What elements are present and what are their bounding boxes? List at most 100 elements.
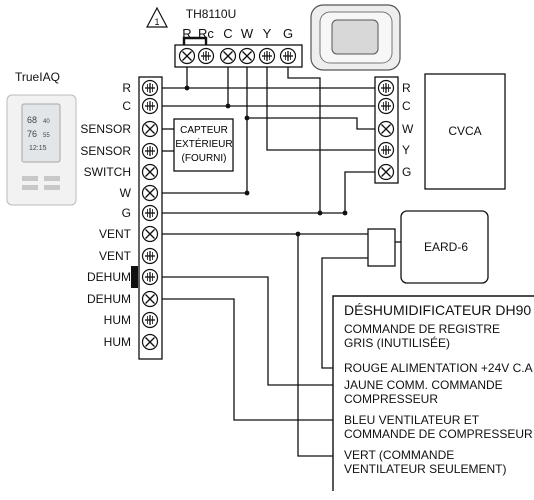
wire-y	[266, 63, 377, 151]
junction-dot	[184, 85, 190, 91]
note-number: 1	[154, 17, 159, 27]
right-terminal-label: W	[402, 122, 414, 136]
screw-terminal-icon	[238, 47, 256, 65]
left-terminal-label: DEHUM	[87, 292, 131, 306]
truelaq-screen-line: 76	[27, 129, 37, 139]
junction-dot	[295, 231, 301, 237]
dehum-line: COMMANDE DE REGISTRE	[344, 322, 500, 336]
left-terminal-label: HUM	[104, 313, 131, 327]
dehumidifier-panel: DÉSHUMIDIFICATEUR DH90 COMMANDE DE REGIS…	[332, 295, 534, 491]
screw-terminal-icon	[141, 120, 159, 138]
dehum-line: ROUGE ALIMENTATION +24V C.A	[344, 361, 533, 375]
truelaq-screen-line: 68	[27, 115, 37, 125]
wire-w-right	[247, 117, 377, 130]
screw-terminal-icon	[141, 79, 159, 97]
screw-terminal-icon	[141, 184, 159, 202]
screw-terminal-icon	[377, 163, 395, 181]
left-terminal-label: HUM	[104, 335, 131, 349]
screw-terminal-icon	[219, 47, 237, 65]
junction-dot	[244, 115, 250, 121]
dehum-line: COMMANDE DE COMPRESSEUR	[344, 427, 533, 441]
screw-terminal-icon	[141, 225, 159, 243]
dehum-line: COMPRESSEUR	[344, 392, 438, 406]
junction-dots	[184, 85, 348, 237]
right-terminal-label: R	[402, 81, 411, 95]
truelaq-device: TrueIAQ 68 40 76 55 12:15	[6, 70, 77, 206]
eard6-unit: EARD-6	[367, 210, 489, 284]
wire-g-top	[287, 63, 321, 213]
left-terminal-label: SWITCH	[84, 165, 131, 179]
top-terminal-label: R	[182, 26, 191, 41]
screw-terminal-icon	[141, 97, 159, 115]
rc-jumper	[182, 36, 208, 45]
screw-terminal-icon	[141, 290, 159, 308]
cvca-unit: CVCA	[424, 73, 506, 190]
dehum-line: GRIS (INUTILISÉE)	[344, 335, 450, 350]
wire-bleu	[160, 298, 333, 421]
truelaq-label: TrueIAQ	[15, 70, 60, 84]
screw-terminal-icon	[141, 163, 159, 181]
wire-vert	[297, 234, 333, 457]
truelaq-screen-line: 40	[43, 119, 50, 125]
screw-terminal-icon	[377, 120, 395, 138]
sensor-box-line: (FOURNI)	[182, 153, 227, 164]
sensor-box-line: CAPTEUR	[180, 125, 228, 136]
screw-terminal-icon	[377, 79, 395, 97]
wire-g-right	[344, 171, 377, 213]
screw-terminal-icon	[258, 47, 276, 65]
top-terminal-label: W	[241, 26, 254, 41]
th8110u-device	[310, 4, 401, 71]
wire-rouge	[321, 257, 368, 369]
right-terminal-label: G	[402, 165, 411, 179]
screw-terminal-icon	[197, 47, 215, 65]
junction-dot	[317, 210, 323, 216]
left-terminal-label: DEHUM	[87, 270, 131, 284]
dehum-jumper	[131, 266, 138, 288]
screw-terminal-icon	[141, 247, 159, 265]
wire-jaune	[160, 276, 333, 386]
left-terminal-label: VENT	[99, 227, 132, 241]
left-terminal-label: SENSOR	[80, 122, 131, 136]
truelaq-screen-line: 12:15	[29, 145, 47, 152]
sensor-box-line: EXTÉRIEUR	[175, 137, 232, 150]
screw-terminal-icon	[279, 47, 297, 65]
junction-dot	[244, 190, 250, 196]
dehum-line: VENTILATEUR SEULEMENT)	[344, 462, 506, 476]
screw-terminal-icon	[377, 141, 395, 159]
eard-label: EARD-6	[424, 240, 468, 254]
screw-terminal-icon	[141, 268, 159, 286]
wires	[160, 36, 377, 457]
left-terminal-label: R	[122, 81, 131, 95]
left-terminal-label: C	[122, 99, 131, 113]
screw-terminal-icon	[377, 97, 395, 115]
cvca-label: CVCA	[448, 124, 481, 138]
screw-terminal-icon	[141, 311, 159, 329]
note-triangle-icon	[146, 6, 168, 28]
dehum-line: BLEU VENTILATEUR ET	[344, 413, 480, 427]
left-terminal-strip: RC SENSOR SENSOR SWITCH WG VENT VENT DEHUM DEHUM…	[80, 76, 163, 360]
left-terminal-label: VENT	[99, 249, 132, 263]
junction-dot	[225, 103, 231, 109]
screw-terminal-icon	[141, 142, 159, 160]
screw-terminal-icon	[178, 47, 196, 65]
left-terminal-label: W	[120, 186, 132, 200]
screw-terminal-icon	[141, 333, 159, 351]
thermostat-model: TH8110U	[186, 7, 236, 21]
right-terminal-label: C	[402, 99, 411, 113]
left-terminal-label: SENSOR	[80, 144, 131, 158]
truelaq-screen-line: 55	[43, 133, 50, 139]
junction-dot	[342, 210, 348, 216]
top-terminal-label: Rc	[198, 26, 214, 41]
dehum-title: DÉSHUMIDIFICATEUR DH90	[344, 302, 531, 318]
outdoor-sensor-box: CAPTEUR EXTÉRIEUR (FOURNI)	[173, 118, 234, 172]
top-terminal-label: Y	[263, 26, 272, 41]
left-terminal-label: G	[122, 206, 131, 220]
screw-terminal-icon	[141, 204, 159, 222]
right-terminal-label: Y	[402, 143, 410, 157]
top-terminal-label: C	[223, 26, 232, 41]
dehum-line: JAUNE COMM. COMMANDE	[344, 378, 503, 392]
dehum-line: VERT (COMMANDE	[344, 448, 454, 462]
